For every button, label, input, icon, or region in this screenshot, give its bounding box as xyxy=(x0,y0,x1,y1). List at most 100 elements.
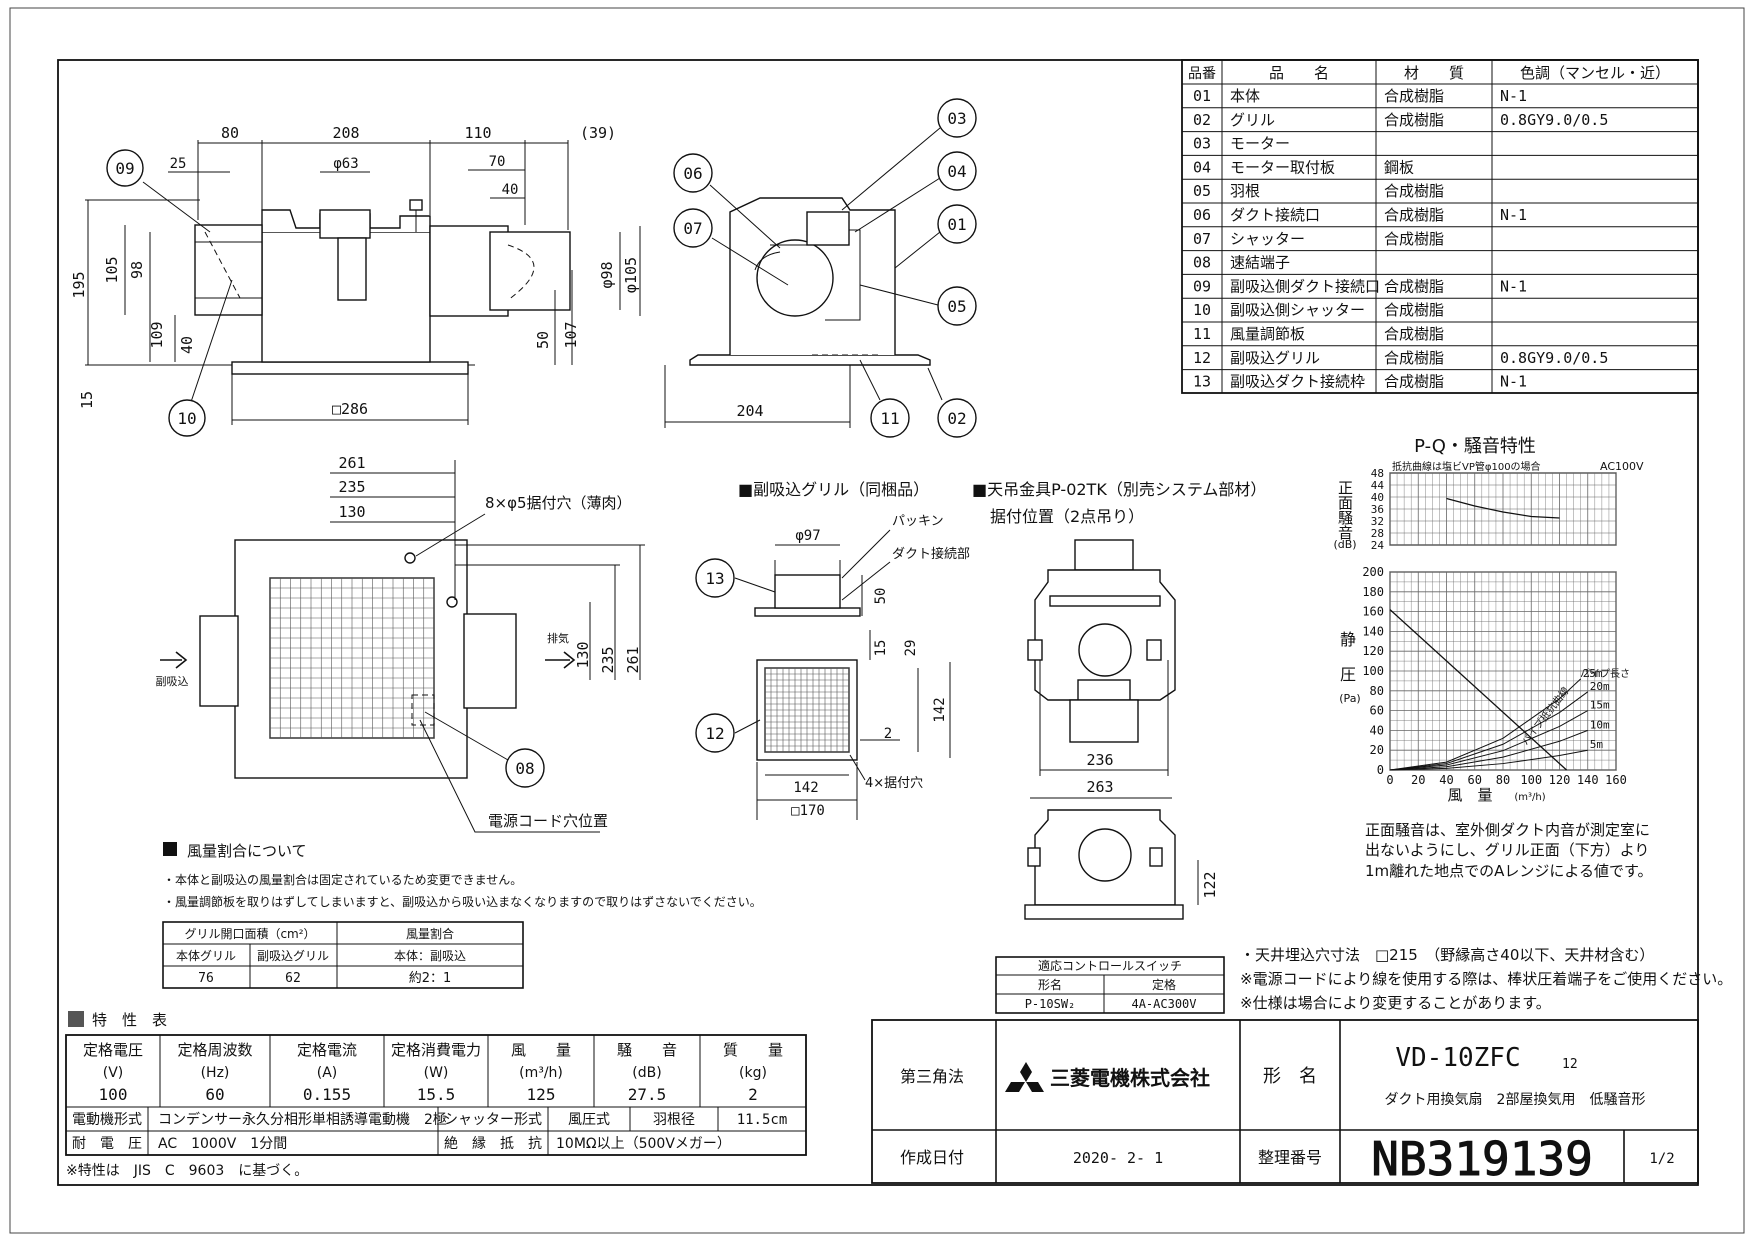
x-tick-label: 140 xyxy=(1577,773,1599,787)
dim-front-phi98: φ98 xyxy=(598,261,616,288)
parts-cell: シャッター xyxy=(1230,230,1305,248)
spec-unit: (W) xyxy=(424,1065,449,1081)
dim-plan-261: 261 xyxy=(338,454,365,472)
pressure-tick-label: 180 xyxy=(1362,585,1384,599)
parts-cell: 13 xyxy=(1193,373,1211,391)
switch-h-model: 形名 xyxy=(1038,977,1062,992)
balloon-08-label: 08 xyxy=(515,759,534,778)
mitsubishi-logo-icon xyxy=(1005,1062,1044,1092)
spec-motor-label: 電動機形式 xyxy=(72,1112,142,1128)
balloon-13 xyxy=(695,558,735,598)
noise-tick-label: 32 xyxy=(1371,515,1384,528)
dim-sub-170: □170 xyxy=(791,803,825,819)
pressure-tick-label: 120 xyxy=(1362,644,1384,658)
switch-title: 適応コントロールスイッチ xyxy=(1038,958,1182,973)
projection-label: 第三角法 xyxy=(900,1067,964,1086)
balloon-04-label: 04 xyxy=(947,162,966,181)
x-axis-label: 風 量 xyxy=(1447,786,1492,804)
parts-header-name: 品 名 xyxy=(1269,64,1329,82)
balloon-02-label: 02 xyxy=(947,409,966,428)
parts-cell: 合成樹脂 xyxy=(1384,182,1444,200)
date-value: 2020- 2- 1 xyxy=(1073,1149,1163,1167)
dim-front-phi105: φ105 xyxy=(622,257,640,293)
parts-header-color: 色調（マンセル・近） xyxy=(1520,64,1670,82)
pressure-tick-label: 160 xyxy=(1362,605,1384,619)
parts-cell: 鋼板 xyxy=(1384,158,1414,176)
section-marker xyxy=(163,842,177,856)
spec-header: 定格電流 xyxy=(297,1041,357,1059)
dim-sub-29: 29 xyxy=(903,640,919,657)
balloon-01 xyxy=(937,204,977,244)
dim-front-25: 25 xyxy=(170,156,187,172)
pipe-curve-5m xyxy=(1389,749,1588,771)
dim-sub-142: 142 xyxy=(793,780,818,796)
switch-v-rating: 4A-AC300V xyxy=(1131,997,1196,1011)
dim-front-107: 107 xyxy=(562,321,580,348)
cord-note: 電源コード穴位置 xyxy=(488,812,608,830)
drawing-number: NB319139 xyxy=(1371,1132,1593,1186)
balloon-10 xyxy=(168,399,206,437)
spec-insulation-label: 絶 縁 抵 抗 xyxy=(444,1136,542,1152)
dim-front-208: 208 xyxy=(332,124,359,142)
parts-cell: 羽根 xyxy=(1230,182,1260,200)
balloon-06 xyxy=(673,153,713,193)
pipe-length-label: 5m xyxy=(1590,738,1604,751)
parts-cell: 合成樹脂 xyxy=(1384,206,1444,224)
balloon-03 xyxy=(937,98,977,138)
chart-note-1: 正面騒音は、室外側ダクト内音が測定室に xyxy=(1365,821,1650,839)
spec-header: 定格電圧 xyxy=(83,1041,143,1059)
spec-voltage-value: AC 1000V 1分間 xyxy=(158,1136,287,1152)
spec-unit: (kg) xyxy=(739,1065,767,1081)
airflow-sh-sub: 副吸込グリル xyxy=(257,949,329,963)
page-number: 1/2 xyxy=(1649,1151,1674,1167)
parts-cell: 副吸込側シャッター xyxy=(1230,301,1365,319)
spec-insulation-value: 10MΩ以上（500Vメガー） xyxy=(556,1136,731,1152)
pressure-label-2: 圧 xyxy=(1340,665,1356,684)
pipe-curve-15m xyxy=(1389,710,1588,771)
noise-tick-label: 28 xyxy=(1371,527,1384,540)
parts-cell: 合成樹脂 xyxy=(1384,277,1444,295)
dim-front-109: 109 xyxy=(148,321,166,348)
dim-front-39: (39) xyxy=(580,124,616,142)
dim-hanger-122: 122 xyxy=(1201,871,1219,898)
parts-cell: 07 xyxy=(1193,230,1211,248)
spec-value: 2 xyxy=(748,1085,758,1104)
balloon-05 xyxy=(937,286,977,326)
parts-cell: 0.8GY9.0/0.5 xyxy=(1500,111,1608,129)
dim-hanger-263: 263 xyxy=(1086,778,1113,796)
airflow-sh-ratio: 本体：副吸込 xyxy=(394,949,466,963)
dim-sub-phi97: φ97 xyxy=(795,528,820,544)
balloon-11-label: 11 xyxy=(880,409,899,428)
dim-front-98: 98 xyxy=(128,261,146,279)
spec-voltage-label: 耐 電 圧 xyxy=(72,1136,142,1152)
spec-header: 定格消費電力 xyxy=(391,1041,481,1059)
parts-cell: 副吸込側ダクト接続口 xyxy=(1230,277,1380,295)
parts-cell: 0.8GY9.0/0.5 xyxy=(1500,349,1608,367)
parts-cell: 合成樹脂 xyxy=(1384,111,1444,129)
install-note-1: ・天井埋込穴寸法 □215 （野縁高さ40以下、天井材含む） xyxy=(1240,946,1654,964)
parts-cell: 副吸込ダクト接続枠 xyxy=(1230,373,1365,391)
x-tick-label: 80 xyxy=(1496,773,1510,787)
dim-plan-261v: 261 xyxy=(624,646,642,673)
balloon-12-label: 12 xyxy=(705,724,724,743)
parts-header-material: 材 質 xyxy=(1404,64,1464,82)
sub-intake-grille-view: ■副吸込グリル（同梱品） φ97 パッキン ダクト接続部 50 15 29 14… xyxy=(695,480,970,820)
noise-unit: (dB) xyxy=(1333,538,1356,551)
airflow-v-ratio: 約2：1 xyxy=(409,971,452,986)
spec-footnote: ※特性は JIS C 9603 に基づく。 xyxy=(66,1162,308,1179)
balloon-02 xyxy=(937,398,977,438)
airflow-title: 風量割合について xyxy=(187,842,307,860)
spec-value: 60 xyxy=(205,1085,224,1104)
model-suffix: 12 xyxy=(1562,1057,1578,1072)
balloon-07-label: 07 xyxy=(683,219,702,238)
noise-tick-label: 36 xyxy=(1371,503,1384,516)
dim-front-286: □286 xyxy=(332,400,368,418)
balloon-06-label: 06 xyxy=(683,164,702,183)
spec-value: 0.155 xyxy=(303,1085,351,1104)
noise-tick-label: 44 xyxy=(1371,479,1385,492)
pipe-length-label: 20m xyxy=(1590,680,1610,693)
balloon-04 xyxy=(937,151,977,191)
outer-border xyxy=(9,7,1745,1234)
parts-cell: N-1 xyxy=(1500,373,1527,391)
pressure-unit: (Pa) xyxy=(1339,692,1360,705)
